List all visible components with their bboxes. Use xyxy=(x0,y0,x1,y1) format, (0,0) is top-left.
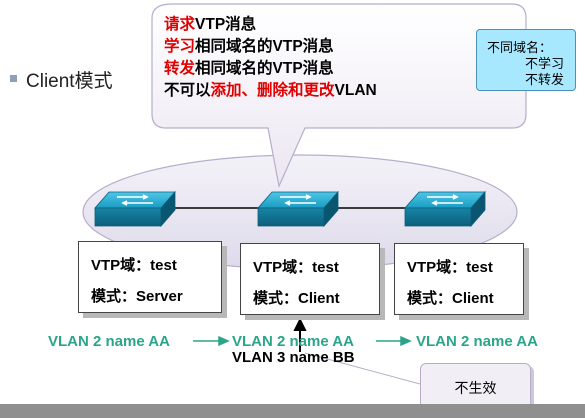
switch-3-domain: VTP域：test xyxy=(407,259,493,276)
callout-line-2-rest: 相同域名的VTP消息 xyxy=(195,38,334,55)
switch-3-mode: 模式：Client xyxy=(407,290,494,307)
footer-bar xyxy=(0,404,585,418)
switch-2-domain: VTP域：test xyxy=(253,259,339,276)
switch-2-info-box: VTP域：test 模式：Client xyxy=(240,243,380,315)
switch-3-icon xyxy=(404,190,486,228)
switch-1-mode: 模式：Server xyxy=(91,288,183,305)
vlan-middle-label: VLAN 2 name AA xyxy=(232,333,354,350)
callout-line-4-pre: 不可以 xyxy=(164,82,211,99)
note-title: 不同域名： xyxy=(487,40,553,55)
callout-line-4: 不可以添加、删除和更改VLAN xyxy=(164,78,377,100)
switch-2-icon xyxy=(257,190,339,228)
callout-line-1-rest: VTP消息 xyxy=(195,16,257,33)
switch-1-icon xyxy=(94,190,176,228)
different-domain-note: 不同域名： 不学习 不转发 xyxy=(476,29,576,91)
callout-line-2-red: 学习 xyxy=(164,38,196,55)
note-line-2: 不转发 xyxy=(525,72,565,87)
switch-3-info-box: VTP域：test 模式：Client xyxy=(394,243,524,315)
callout-line-3-red: 转发 xyxy=(164,60,196,77)
vlan-right-label: VLAN 2 name AA xyxy=(416,333,538,350)
bullet-text: Client模式 xyxy=(26,71,113,92)
vlan-left-label: VLAN 2 name AA xyxy=(48,333,170,350)
callout-line-4-red: 添加、删除和更改 xyxy=(210,82,335,99)
no-effect-box: 不生效 xyxy=(420,363,531,412)
callout-line-1: 请求VTP消息 xyxy=(164,12,256,34)
flow-arrow-1-icon xyxy=(193,335,230,347)
bullet-marker-icon xyxy=(10,75,17,82)
switch-2-mode: 模式：Client xyxy=(253,290,340,307)
callout-bubble xyxy=(151,3,527,188)
switch-1-info-box: VTP域：test 模式：Server xyxy=(78,241,222,313)
no-effect-connector xyxy=(304,352,421,385)
inject-arrow-icon xyxy=(293,317,307,352)
vlan-injected-label: VLAN 3 name BB xyxy=(232,349,355,366)
callout-line-2: 学习相同域名的VTP消息 xyxy=(164,34,334,56)
callout-line-4-post: VLAN xyxy=(334,82,377,99)
no-effect-text: 不生效 xyxy=(454,380,497,396)
flow-arrow-2-icon xyxy=(376,335,412,347)
note-line-1: 不学习 xyxy=(525,56,565,71)
callout-line-3: 转发相同域名的VTP消息 xyxy=(164,56,334,78)
callout-line-3-rest: 相同域名的VTP消息 xyxy=(195,60,334,77)
switch-1-domain: VTP域：test xyxy=(91,257,177,274)
callout-line-1-red: 请求 xyxy=(164,16,196,33)
